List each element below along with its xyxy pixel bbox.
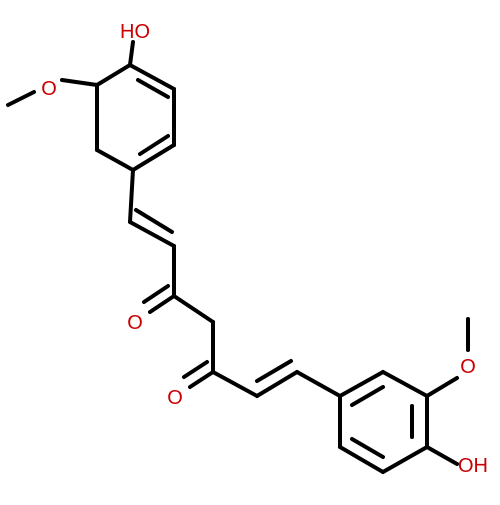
bond [188,370,215,389]
linker-chain [128,168,342,398]
bond [338,445,385,474]
methoxy-oxygen-top-label: O [41,78,57,100]
bond [134,208,174,234]
lower-substituents [425,317,470,466]
bond [95,148,135,172]
bond [182,360,209,379]
bond [172,294,215,324]
bond [425,445,459,466]
bond [128,168,135,224]
ketone-oxygen-lower-label: O [167,387,183,409]
ketone-oxygen-upper-label: O [127,312,143,334]
lower-ring [338,370,429,474]
hydroxyl-bottom-label: OH [458,455,488,477]
bond [142,284,170,304]
bond [6,90,36,107]
bond [255,370,299,398]
bond [211,370,259,398]
bond [148,294,176,314]
upper-ring [95,63,176,172]
bond [138,134,170,156]
bond [381,370,429,398]
bond [60,78,99,87]
bond [95,63,132,87]
hydroxyl-top-label: HO [120,21,150,43]
bond [128,63,176,91]
bond [128,220,176,248]
atom-labels: HO O O O O OH [41,21,488,477]
bond [136,78,170,99]
bond [350,437,385,459]
bond [338,370,385,398]
bond [381,445,429,474]
bond [131,143,176,172]
methoxy-oxygen-right-label: O [460,356,476,378]
bond [128,40,135,67]
ketone-bonds [142,284,215,389]
bond [425,376,459,398]
top-substituents [6,40,135,107]
bond [350,385,385,407]
bond [295,370,342,398]
bond [255,359,293,383]
